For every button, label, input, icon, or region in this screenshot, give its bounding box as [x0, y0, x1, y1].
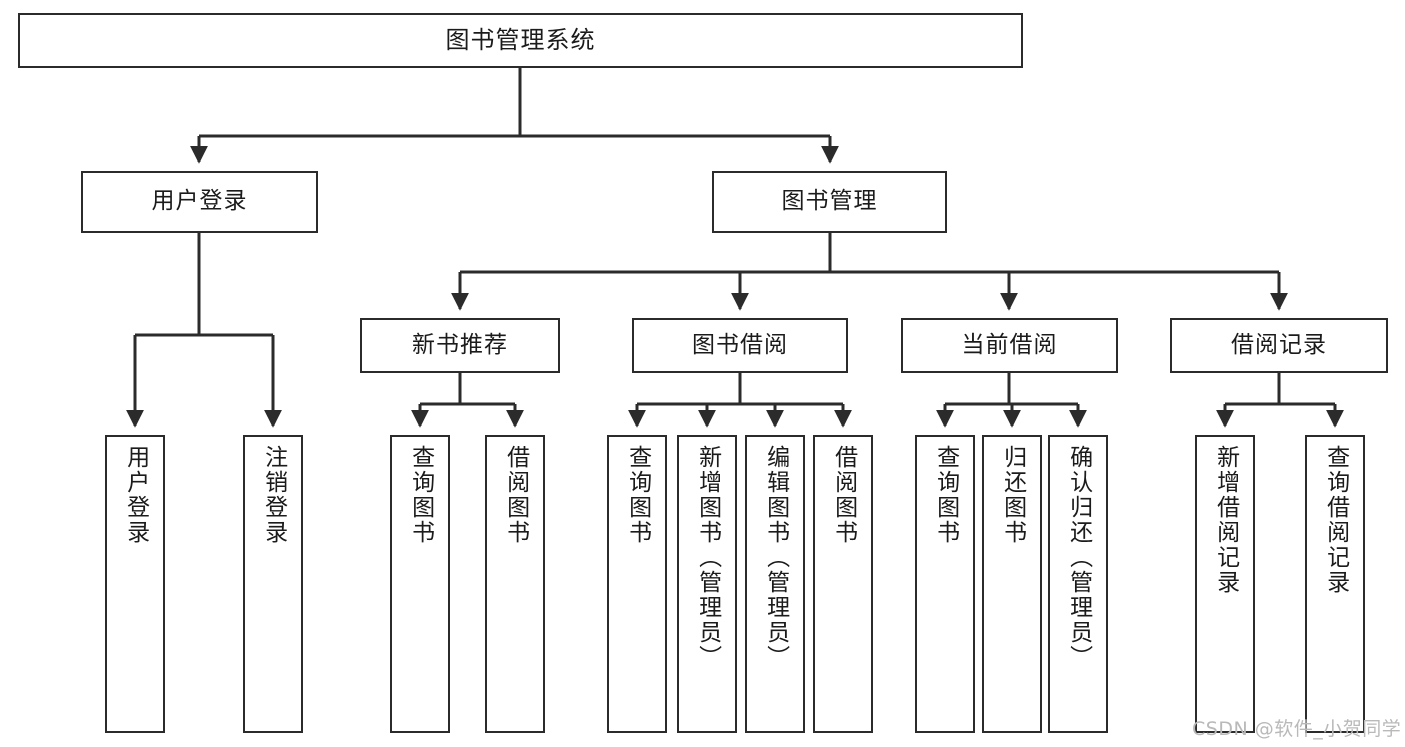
leaf-edit-book[interactable]: 编辑图书（管理员）	[745, 435, 805, 733]
leaf-user-login[interactable]: 用户登录	[105, 435, 165, 733]
leaf-query-book-borrow-label: 查询图书	[624, 445, 651, 545]
node-book-management-label: 图书管理	[781, 188, 878, 215]
node-user-login-label: 用户登录	[151, 188, 248, 215]
node-new-book-recommend[interactable]: 新书推荐	[360, 318, 560, 373]
node-book-borrow[interactable]: 图书借阅	[632, 318, 848, 373]
node-current-borrow[interactable]: 当前借阅	[901, 318, 1118, 373]
leaf-add-record-label: 新增借阅记录	[1212, 445, 1239, 595]
csdn-watermark: CSDN @软件_小贺同学	[1192, 718, 1402, 740]
leaf-return-book-label: 归还图书	[999, 445, 1026, 545]
leaf-return-book[interactable]: 归还图书	[982, 435, 1042, 733]
leaf-query-record-label: 查询借阅记录	[1322, 445, 1349, 595]
leaf-borrow-book-rec[interactable]: 借阅图书	[485, 435, 545, 733]
leaf-borrow-book-rec-label: 借阅图书	[502, 445, 529, 545]
node-borrow-record[interactable]: 借阅记录	[1170, 318, 1388, 373]
node-book-borrow-label: 图书借阅	[692, 331, 788, 358]
leaf-borrow-book-label: 借阅图书	[830, 445, 857, 545]
node-new-book-recommend-label: 新书推荐	[412, 331, 508, 358]
node-root-label: 图书管理系统	[445, 26, 596, 55]
node-current-borrow-label: 当前借阅	[961, 331, 1058, 358]
leaf-add-book[interactable]: 新增图书（管理员）	[677, 435, 737, 733]
leaf-query-book-cur-label: 查询图书	[932, 445, 959, 545]
node-book-management[interactable]: 图书管理	[712, 171, 947, 233]
leaf-query-record[interactable]: 查询借阅记录	[1305, 435, 1365, 733]
leaf-query-book-cur[interactable]: 查询图书	[915, 435, 975, 733]
leaf-user-logout-label: 注销登录	[260, 445, 287, 545]
leaf-add-record[interactable]: 新增借阅记录	[1195, 435, 1255, 733]
leaf-confirm-return-label: 确认归还（管理员）	[1065, 445, 1092, 670]
leaf-user-login-label: 用户登录	[122, 445, 149, 545]
leaf-user-logout[interactable]: 注销登录	[243, 435, 303, 733]
leaf-query-book-rec[interactable]: 查询图书	[390, 435, 450, 733]
leaf-query-book-rec-label: 查询图书	[407, 445, 434, 545]
leaf-add-book-label: 新增图书（管理员）	[694, 445, 721, 670]
leaf-edit-book-label: 编辑图书（管理员）	[762, 445, 789, 670]
leaf-confirm-return[interactable]: 确认归还（管理员）	[1048, 435, 1108, 733]
node-borrow-record-label: 借阅记录	[1231, 331, 1327, 358]
leaf-query-book-borrow[interactable]: 查询图书	[607, 435, 667, 733]
node-root[interactable]: 图书管理系统	[18, 13, 1023, 68]
node-user-login[interactable]: 用户登录	[81, 171, 318, 233]
leaf-borrow-book[interactable]: 借阅图书	[813, 435, 873, 733]
